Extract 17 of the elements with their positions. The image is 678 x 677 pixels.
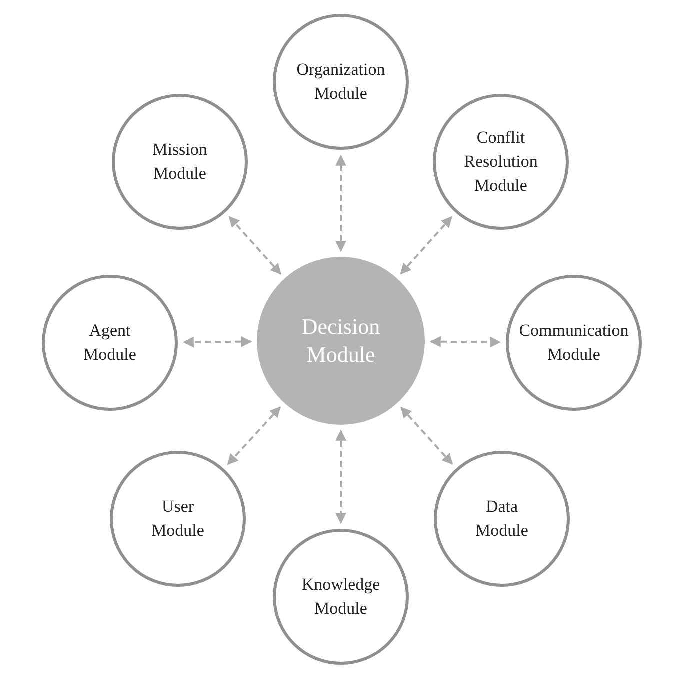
node-label: Organization Module: [296, 59, 386, 105]
arrow: [400, 216, 452, 275]
node-label: Agent Module: [84, 320, 136, 366]
arrow: [227, 406, 281, 466]
arrow: [182, 336, 252, 348]
arrow: [336, 154, 346, 252]
arrow: [228, 216, 282, 275]
node-label: Decision Module: [302, 313, 380, 369]
node-label: Mission Module: [152, 139, 208, 185]
arrow: [400, 406, 454, 465]
arrow: [336, 430, 346, 524]
node-label: Knowledge Module: [302, 574, 380, 620]
arrow: [430, 336, 502, 348]
node-label: Conflit Resolution Module: [464, 127, 538, 197]
node-label: User Module: [152, 496, 204, 542]
node-label: Communication Module: [519, 320, 629, 366]
node-label: Data Module: [476, 496, 528, 542]
